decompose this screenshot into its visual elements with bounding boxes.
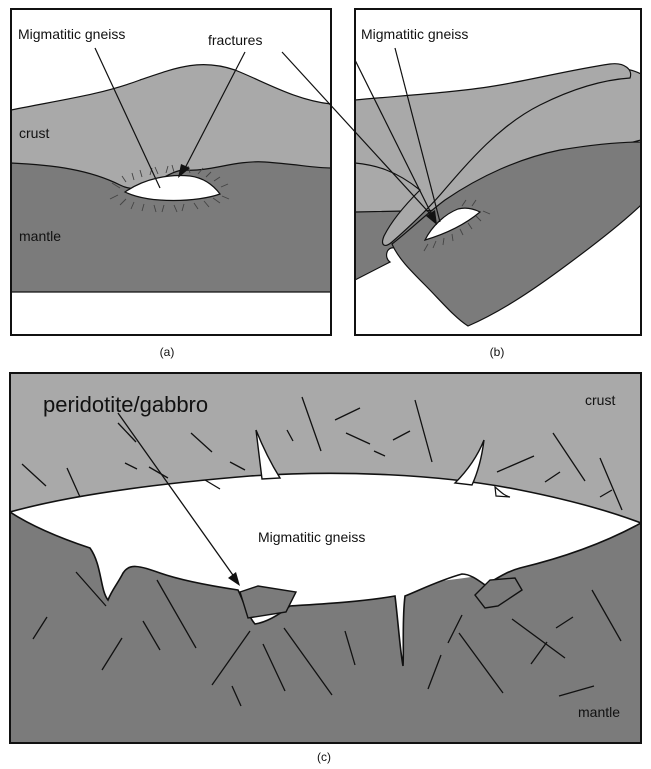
panel-a-gneiss-label: Migmatitic gneiss bbox=[18, 26, 125, 42]
panel-c: peridotite/gabbro crust Migmatitic gneis… bbox=[10, 373, 641, 764]
panel-c-crust-label: crust bbox=[585, 392, 615, 408]
panel-b-gneiss-label: Migmatitic gneiss bbox=[361, 26, 468, 42]
panel-c-caption: (c) bbox=[317, 750, 331, 764]
panel-a: Migmatitic gneiss fractures crust mantle… bbox=[11, 9, 331, 359]
panel-a-fractures-label: fractures bbox=[208, 32, 262, 48]
panel-b-caption: (b) bbox=[490, 345, 505, 359]
panel-b: Migmatitic gneiss (b) bbox=[355, 9, 641, 359]
panel-a-mantle-label: mantle bbox=[19, 228, 61, 244]
panel-c-mantle-label: mantle bbox=[578, 704, 620, 720]
panel-a-crust-label: crust bbox=[19, 125, 49, 141]
panel-c-peridotite-label: peridotite/gabbro bbox=[43, 392, 208, 417]
panel-c-gneiss-label: Migmatitic gneiss bbox=[258, 529, 365, 545]
panel-a-caption: (a) bbox=[160, 345, 175, 359]
